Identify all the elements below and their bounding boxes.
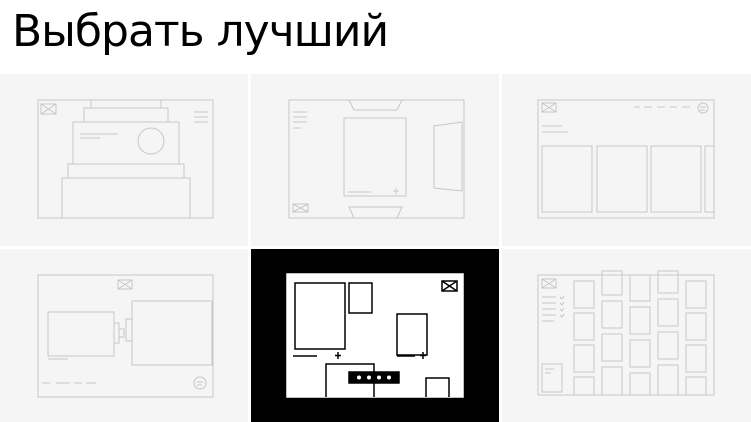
layout-6-wireframe bbox=[537, 270, 715, 396]
layout-option-1[interactable] bbox=[0, 74, 248, 246]
layout-1-wireframe bbox=[37, 99, 214, 219]
layout-option-3[interactable] bbox=[502, 74, 751, 246]
layout-5-wireframe bbox=[286, 273, 464, 398]
layout-4-wireframe bbox=[37, 274, 214, 398]
page-title: Выбрать лучший bbox=[12, 6, 389, 57]
layout-3-wireframe bbox=[537, 99, 715, 219]
layout-options-grid bbox=[0, 74, 751, 422]
layout-2-wireframe bbox=[288, 99, 465, 219]
layout-option-5-selected[interactable] bbox=[251, 249, 499, 422]
layout-option-4[interactable] bbox=[0, 249, 248, 422]
layout-option-2[interactable] bbox=[251, 74, 499, 246]
layout-option-6[interactable] bbox=[502, 249, 751, 422]
